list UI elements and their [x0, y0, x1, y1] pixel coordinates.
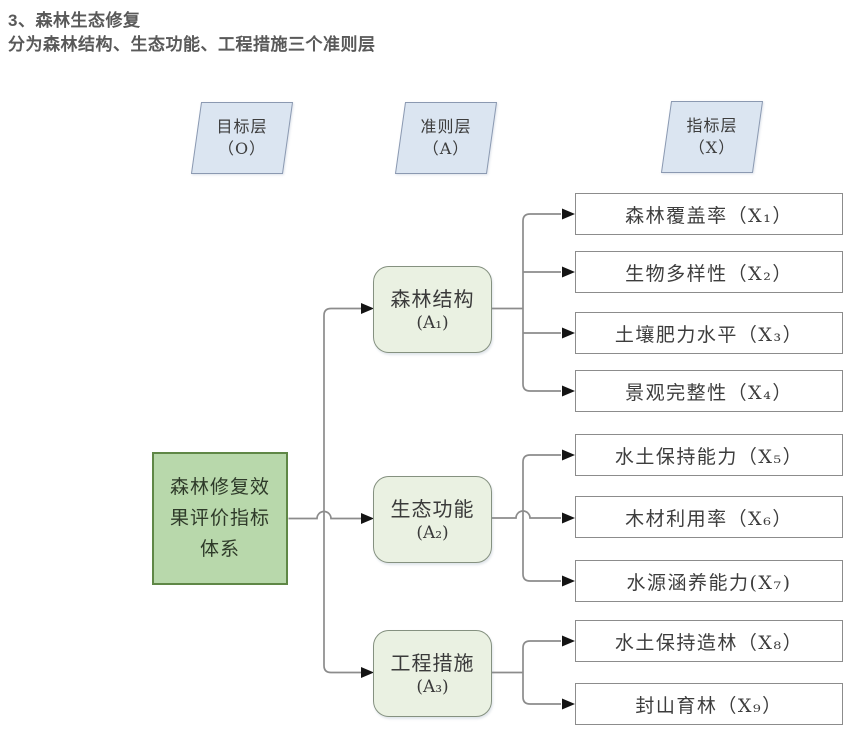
indicator-node-x1: 森林覆盖率（X₁） — [575, 193, 843, 235]
layer-header-indicator-code: （X） — [688, 138, 736, 157]
edge-goal-trunk-a1-a3 — [323, 307, 361, 674]
arrow-into-x1 — [562, 208, 575, 220]
criterion-node-a3: 工程措施 (A₃) — [373, 630, 492, 717]
indicator-x1-label: 森林覆盖率（X₁） — [625, 204, 793, 227]
criterion-a1-code: (A₁) — [416, 312, 449, 333]
indicator-x3-label: 土壤肥力水平（X₃） — [614, 323, 804, 346]
indicator-x7-label: 水源涵养能力(X₇) — [626, 571, 792, 594]
edge-a3-trunk — [522, 640, 561, 705]
goal-node-label: 森林修复效果评价指标体系 — [169, 476, 270, 560]
arrow-into-x5 — [562, 449, 575, 461]
arrow-into-x9 — [562, 698, 575, 710]
page-title: 3、森林生态修复 — [8, 11, 141, 30]
edge-a2-stem-x6 — [490, 510, 561, 519]
indicator-node-x7: 水源涵养能力(X₇) — [575, 560, 843, 602]
page-subtitle: 分为森林结构、生态功能、工程措施三个准则层 — [8, 35, 376, 54]
layer-header-goal: 目标层 （O） — [190, 102, 294, 174]
layer-header-indicator: 指标层 （X） — [660, 101, 764, 173]
indicator-node-x5: 水土保持能力（X₅） — [575, 434, 843, 476]
layer-header-goal-label: 目标层 — [216, 117, 268, 136]
indicator-x8-label: 水土保持造林（X₈） — [614, 631, 804, 654]
criterion-a1-label: 森林结构 — [390, 286, 475, 311]
indicator-node-x4: 景观完整性（X₄） — [575, 370, 843, 412]
layer-header-indicator-label: 指标层 — [686, 116, 738, 135]
indicator-node-x2: 生物多样性（X₂） — [575, 251, 843, 293]
criterion-a2-code: (A₂) — [416, 522, 449, 543]
indicator-x9-label: 封山育林（X₉） — [635, 694, 783, 717]
indicator-x6-label: 木材利用率（X₆） — [625, 507, 793, 530]
arrow-into-x3 — [562, 327, 575, 339]
arrow-into-x8 — [562, 635, 575, 647]
layer-header-criteria: 准则层 （A） — [394, 102, 498, 174]
layer-header-criteria-code: （A） — [422, 139, 470, 158]
edge-a1-trunk — [522, 213, 561, 392]
edge-goal-to-a2 — [288, 510, 361, 520]
criterion-node-a2: 生态功能 (A₂) — [373, 476, 492, 563]
goal-node: 森林修复效果评价指标体系 — [152, 452, 288, 585]
layer-header-criteria-label: 准则层 — [420, 117, 472, 136]
arrow-into-x6 — [562, 512, 575, 524]
criterion-a3-code: (A₃) — [416, 676, 449, 697]
indicator-node-x8: 水土保持造林（X₈） — [575, 620, 843, 662]
indicator-x2-label: 生物多样性（X₂） — [625, 262, 793, 285]
arrow-into-x4 — [562, 385, 575, 397]
indicator-node-x3: 土壤肥力水平（X₃） — [575, 312, 843, 354]
edge-a2-trunk — [522, 454, 561, 582]
indicator-node-x6: 木材利用率（X₆） — [575, 496, 843, 538]
criterion-a3-label: 工程措施 — [390, 650, 475, 675]
layer-header-goal-code: （O） — [217, 139, 267, 158]
indicator-x5-label: 水土保持能力（X₅） — [614, 445, 804, 468]
indicator-node-x9: 封山育林（X₉） — [575, 683, 843, 725]
indicator-x4-label: 景观完整性（X₄） — [625, 381, 793, 404]
arrow-into-x7 — [562, 575, 575, 587]
criterion-node-a1: 森林结构 (A₁) — [373, 266, 492, 353]
criterion-a2-label: 生态功能 — [390, 496, 475, 521]
arrow-into-x2 — [562, 266, 575, 278]
